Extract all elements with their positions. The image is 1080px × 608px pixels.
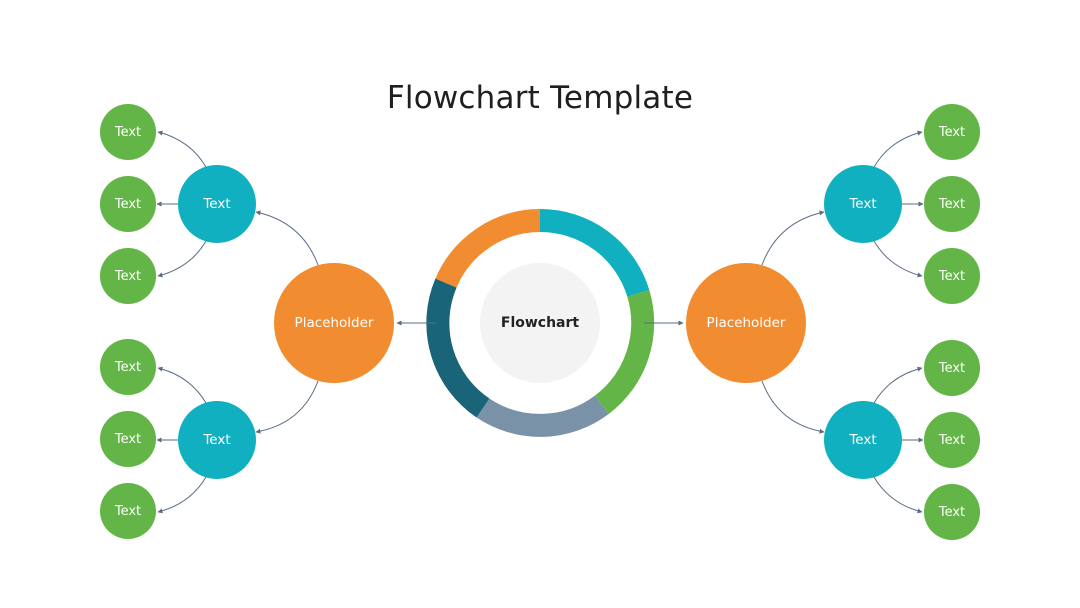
- ring-segment-teal: [539, 208, 650, 297]
- mid-node-left-top: Text: [178, 165, 256, 243]
- mid-node-left-bottom: Text: [178, 401, 256, 479]
- leaf-node-left-top-1: Text: [100, 104, 156, 160]
- leaf-node-left-top-3: Text: [100, 248, 156, 304]
- connector-lb-leaf-1: [157, 366, 207, 404]
- ring-segment-navy: [426, 278, 490, 418]
- connector-lt-leaf-3: [157, 240, 207, 278]
- leaf-node-left-top-2: Text: [100, 176, 156, 232]
- connector-left-ph-top: [255, 210, 319, 266]
- mid-node-right-bottom: Text: [824, 401, 902, 479]
- connector-right-ph-bottom: [761, 380, 825, 434]
- connector-rb-leaf-1: [873, 366, 923, 404]
- center-label: Flowchart: [500, 315, 580, 331]
- ring-segment-orange: [435, 209, 541, 288]
- placeholder-node-left: Placeholder: [274, 263, 394, 383]
- leaf-node-right-top-1: Text: [924, 104, 980, 160]
- connector-rb-leaf-3: [873, 476, 923, 514]
- leaf-node-right-top-2: Text: [924, 176, 980, 232]
- connector-left-ph-bottom: [255, 380, 319, 434]
- connector-lt-leaf-1: [157, 130, 207, 168]
- connector-right-ph-top: [761, 210, 825, 266]
- leaf-node-right-bottom-1: Text: [924, 340, 980, 396]
- center-donut-ring: [426, 208, 655, 437]
- ring-segment-slate: [476, 395, 609, 437]
- connector-lb-leaf-3: [157, 476, 207, 514]
- leaf-node-right-top-3: Text: [924, 248, 980, 304]
- leaf-node-right-bottom-2: Text: [924, 412, 980, 468]
- ring-segment-green: [594, 289, 655, 414]
- connector-rt-leaf-1: [873, 130, 923, 168]
- connector-rt-leaf-3: [873, 240, 923, 278]
- placeholder-node-right: Placeholder: [686, 263, 806, 383]
- center-inner-disc: [480, 263, 600, 383]
- mid-node-right-top: Text: [824, 165, 902, 243]
- leaf-node-left-bottom-2: Text: [100, 411, 156, 467]
- leaf-node-left-bottom-1: Text: [100, 339, 156, 395]
- page-title: Flowchart Template: [386, 80, 694, 116]
- leaf-node-right-bottom-3: Text: [924, 484, 980, 540]
- leaf-node-left-bottom-3: Text: [100, 483, 156, 539]
